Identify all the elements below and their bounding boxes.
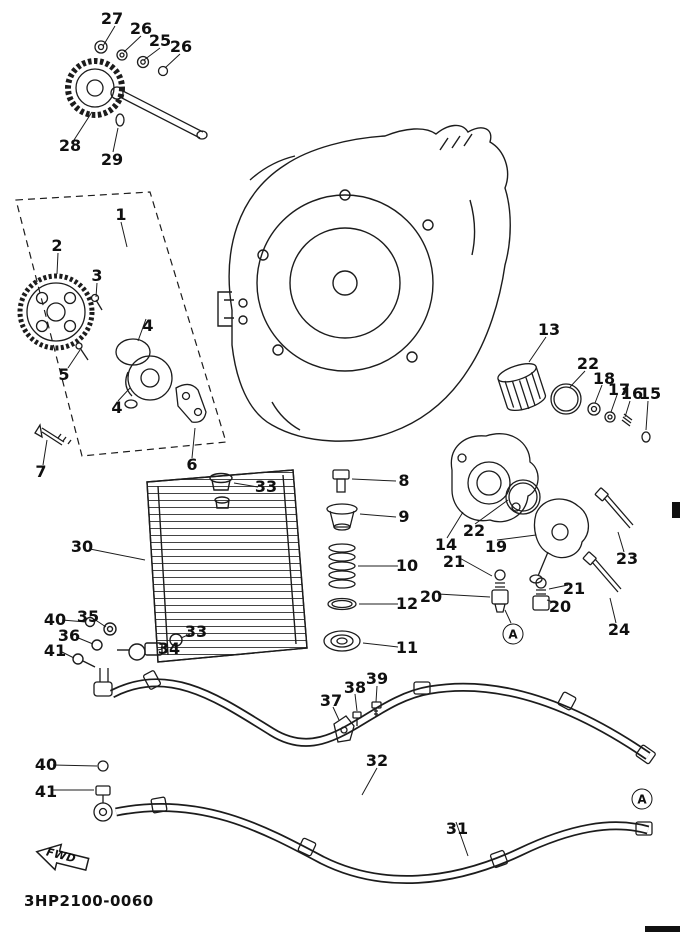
group-box-1	[15, 191, 227, 457]
relief-valve-parts	[323, 469, 361, 652]
oil-pump-group	[17, 273, 207, 446]
oil-filter-assembly	[450, 363, 651, 613]
top-gear-assembly	[65, 40, 208, 140]
callout-leader-lines	[42, 25, 649, 857]
oil-hoses	[109, 678, 651, 884]
edge-mark-right	[672, 502, 680, 518]
fwd-arrow	[35, 843, 90, 872]
hose-fittings	[93, 668, 656, 869]
engine-case	[217, 124, 511, 442]
edge-mark-bottom	[645, 926, 680, 932]
diagram-code: 3HP2100-0060	[24, 892, 154, 910]
oil-cooler	[72, 469, 308, 668]
